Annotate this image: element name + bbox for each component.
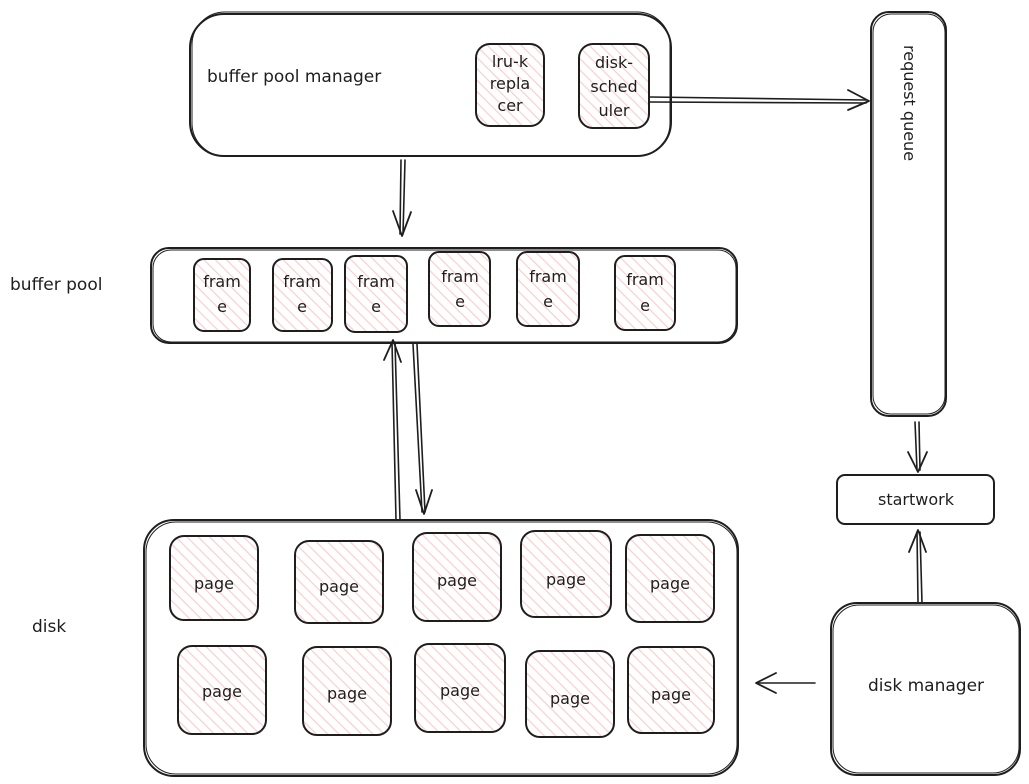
arrow-pool-to-disk [412, 343, 433, 515]
startwork-label: startwork [878, 490, 955, 509]
page-5-label: page [202, 682, 242, 701]
frame-0-line-1: fram [203, 272, 241, 291]
page-0: page [169, 535, 259, 621]
page-9-label: page [651, 685, 691, 704]
page-4: page [625, 534, 715, 623]
frame-2-line-1: fram [357, 272, 395, 291]
disk-scheduler-line-3: uler [598, 101, 629, 120]
page-4-label: page [650, 574, 690, 593]
page-3-label: page [546, 570, 586, 589]
lru-k-replacer-line-2: repla [490, 74, 530, 93]
page-6-label: page [327, 684, 367, 703]
frame-1-line-1: fram [283, 272, 321, 291]
frame-2: fram e [344, 255, 408, 333]
page-7-label: page [440, 681, 480, 700]
disk-label: disk [32, 617, 66, 637]
frame-4: fram e [516, 251, 580, 327]
disk-scheduler-line-2: sched [590, 77, 637, 96]
request-queue-box: request queue [870, 11, 947, 417]
buffer-pool-manager-box: buffer pool manager [189, 11, 672, 157]
page-2-label: page [437, 571, 477, 590]
lru-k-replacer-line-1: lru-k [492, 52, 529, 71]
frame-3-line-2: e [455, 292, 465, 311]
frame-1-line-2: e [297, 297, 307, 316]
frame-0: fram e [193, 258, 251, 332]
page-0-label: page [194, 574, 234, 593]
page-9: page [627, 646, 715, 734]
frame-5: fram e [614, 255, 676, 331]
frame-5-line-1: fram [626, 270, 664, 289]
buffer-pool-manager-label: buffer pool manager [207, 67, 381, 87]
page-8-label: page [550, 689, 590, 708]
arrow-queue-to-startwork [907, 421, 928, 473]
buffer-pool-box [150, 247, 738, 344]
request-queue-label: request queue [900, 45, 919, 161]
page-2: page [412, 532, 502, 622]
frame-3: fram e [428, 251, 491, 327]
frame-4-line-1: fram [529, 267, 567, 286]
arrow-manager-to-pool [392, 159, 412, 237]
arrow-diskmanager-to-disk [755, 672, 816, 694]
disk-manager-label: disk manager [868, 676, 984, 696]
page-6: page [302, 646, 392, 736]
frame-5-line-2: e [640, 296, 650, 315]
frame-1: fram e [272, 258, 333, 332]
buffer-pool-label: buffer pool [10, 275, 102, 295]
startwork-box: startwork [836, 474, 995, 525]
frame-3-line-1: fram [441, 267, 479, 286]
frame-0-line-2: e [217, 297, 227, 316]
page-3: page [520, 530, 612, 618]
lru-k-replacer-box: lru-k repla cer [475, 43, 545, 127]
arrow-disk-to-pool [383, 339, 402, 521]
lru-k-replacer-line-3: cer [497, 96, 523, 115]
frame-2-line-2: e [371, 297, 381, 316]
page-1-label: page [319, 577, 359, 596]
page-8: page [525, 650, 615, 738]
arrow-scheduler-to-queue [649, 89, 870, 111]
page-7: page [414, 643, 506, 733]
disk-box [143, 519, 739, 777]
page-5: page [177, 645, 267, 735]
disk-scheduler-line-1: disk- [595, 53, 633, 72]
arrow-diskmanager-to-startwork [908, 529, 927, 604]
disk-scheduler-box: disk- sched uler [578, 43, 650, 129]
frame-4-line-2: e [543, 292, 553, 311]
page-1: page [294, 540, 384, 624]
disk-manager-box: disk manager [830, 602, 1021, 776]
